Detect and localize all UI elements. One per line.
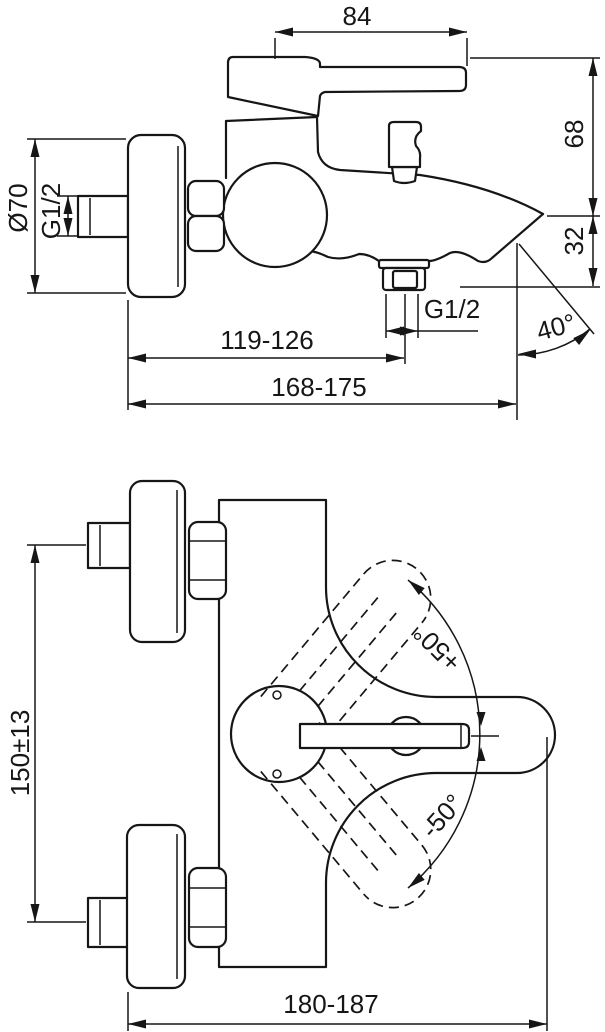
handle-lever-plan <box>272 690 471 779</box>
inlet-connector-bottom <box>86 823 228 990</box>
dim-overall-depth: 180-187 <box>127 737 548 1031</box>
dim-label-wall-to-outlet: 119-126 <box>220 325 314 355</box>
dim-wall-to-spout-tip: 168-175 <box>128 243 518 420</box>
dim-label-handle-length: 84 <box>343 1 372 31</box>
diverter-knob <box>387 120 423 185</box>
dim-inlet-spacing: 150±13 <box>5 544 86 923</box>
dim-label-inlet-thread: G1/2 <box>36 183 66 239</box>
side-view: 84 68 32 Ø70 <box>3 1 600 420</box>
dim-handle-length: 84 <box>274 1 468 66</box>
plan-view: +50° -50° 150±13 180-187 <box>5 479 557 1031</box>
inlet-connector <box>76 133 187 299</box>
spout <box>298 150 545 264</box>
wall-escutcheon <box>126 133 187 299</box>
cartridge-neck <box>224 115 320 180</box>
dim-heights: 68 32 <box>460 57 600 288</box>
dim-label-handle-swing-down: -50° <box>415 788 469 844</box>
mixer-body-sphere <box>221 161 329 269</box>
connection-nut <box>186 179 226 253</box>
inlet-connector-top <box>86 479 228 644</box>
inlet-pipe-stub <box>76 194 130 239</box>
dim-label-overall-depth: 180-187 <box>283 989 378 1019</box>
screw-dot-top <box>272 690 282 700</box>
dim-label-handle-swing-up: +50° <box>407 618 467 678</box>
dim-label-height-above-spout: 68 <box>559 120 589 149</box>
dim-label-spout-drop: 32 <box>559 227 589 256</box>
handle-lever <box>226 55 468 118</box>
dim-label-outlet-thread: G1/2 <box>424 294 480 324</box>
dim-escutcheon-diameter: Ø70 <box>3 138 126 294</box>
dim-label-inlet-spacing: 150±13 <box>5 710 35 797</box>
dim-label-wall-to-spout-tip: 168-175 <box>271 372 366 402</box>
handle-swing-up-outline <box>260 559 432 746</box>
dim-wall-to-outlet: 119-126 <box>127 300 404 410</box>
shower-outlet <box>377 258 431 292</box>
dim-outlet-thread: G1/2 <box>385 294 480 364</box>
screw-dot-bottom <box>272 769 282 779</box>
dim-label-escutcheon-diameter: Ø70 <box>3 183 33 232</box>
dim-inlet-thread: G1/2 <box>36 183 79 239</box>
dim-spout-angle: 40° <box>517 243 595 359</box>
handle-swing-down-outline <box>260 722 432 909</box>
